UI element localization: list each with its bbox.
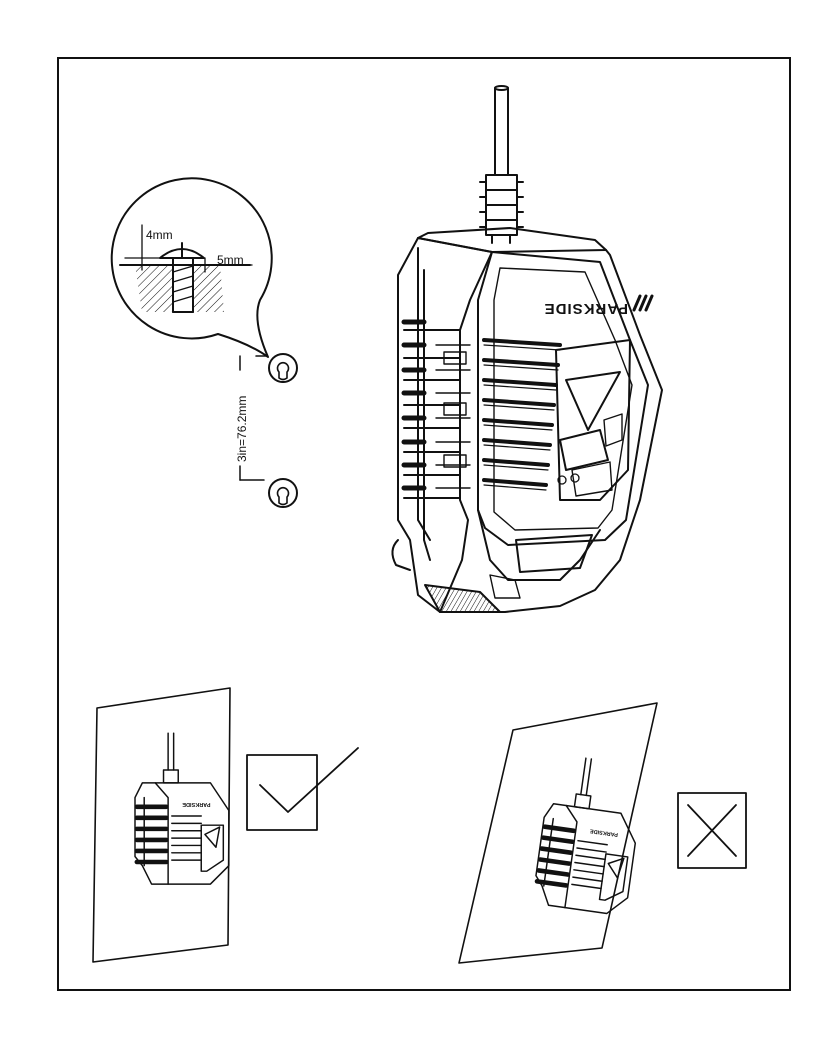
keyhole-top-icon xyxy=(269,354,297,382)
hole-spacing-label: 3in=76.2mm xyxy=(235,396,249,462)
brand-logo-text: PARKSIDE xyxy=(544,300,628,317)
brand-logo-small-left: PARKSIDE xyxy=(182,801,210,807)
checkmark-icon xyxy=(247,748,358,830)
charger-device-main: PARKSIDE xyxy=(392,86,662,612)
keyhole-bottom-icon xyxy=(269,479,297,507)
brand-logo-small-right: PARKSIDE xyxy=(589,827,618,837)
correct-mounting-example: PARKSIDE xyxy=(93,688,230,962)
cross-icon xyxy=(678,793,746,868)
hole-spacing-dimension: 3in=76.2mm xyxy=(235,356,266,480)
head-height-label: 4mm xyxy=(146,228,173,242)
screw-detail-callout: 4mm 5mm xyxy=(112,178,272,357)
shank-diameter-label: 5mm xyxy=(217,253,244,267)
incorrect-mounting-example: PARKSIDE xyxy=(459,703,657,963)
